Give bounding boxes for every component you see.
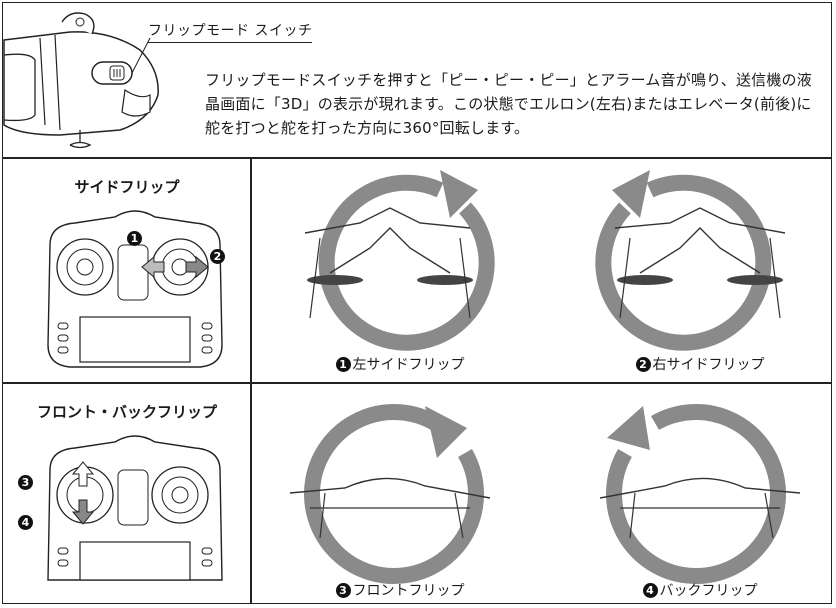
divider-top xyxy=(2,157,832,159)
marker-1: 1 xyxy=(127,228,144,247)
flip-switch-label: フリップモード スイッチ xyxy=(148,20,313,43)
side-flip-title: サイドフリップ xyxy=(74,178,180,196)
marker-3: 3 xyxy=(18,472,35,491)
marker-2: 2 xyxy=(210,246,227,265)
transmitter-front-back-flip xyxy=(47,435,223,581)
divider-middle xyxy=(2,382,832,384)
back-flip-graphic xyxy=(599,404,801,585)
flip-switch-illustration xyxy=(3,12,159,149)
right-side-flip-graphic xyxy=(595,170,786,351)
divider-vertical xyxy=(250,158,252,604)
front-flip-graphic xyxy=(289,404,491,585)
marker-4: 4 xyxy=(18,512,35,531)
left-side-flip-graphic xyxy=(304,170,495,351)
transmitter-side-flip xyxy=(47,210,223,368)
front-back-flip-title: フロント・バックフリップ xyxy=(36,403,217,421)
flip-description: フリップモードスイッチを押すと「ピー・ピー・ピー」とアラーム音が鳴り、送信機の液… xyxy=(205,71,812,137)
